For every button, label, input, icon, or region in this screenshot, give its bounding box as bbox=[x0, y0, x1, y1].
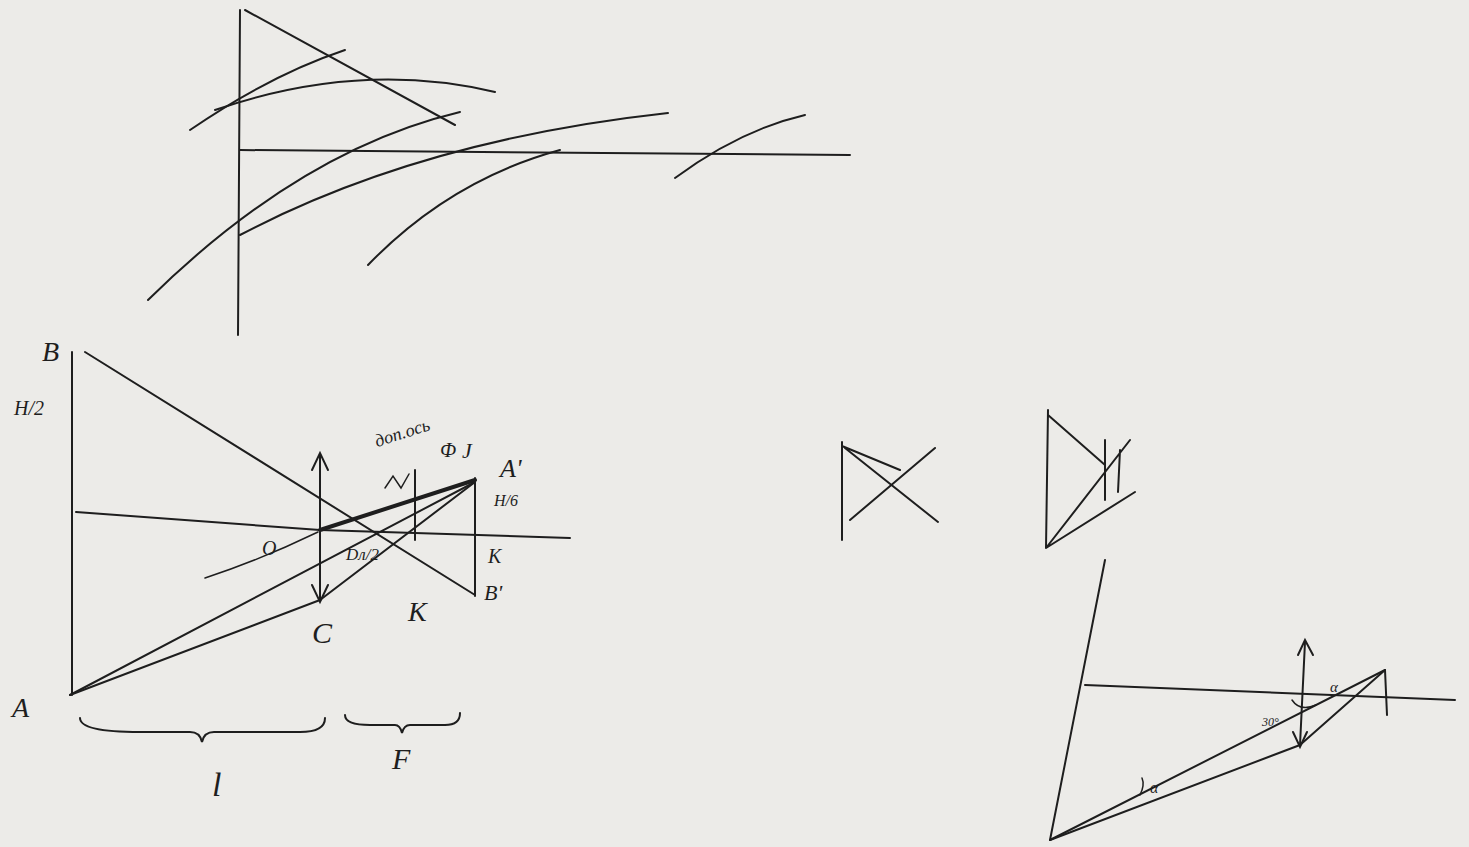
lens bbox=[319, 455, 321, 600]
bracket bbox=[345, 713, 460, 733]
ray bbox=[675, 115, 805, 178]
label: A bbox=[12, 694, 29, 722]
axis-line bbox=[1050, 560, 1105, 840]
lens-arrow bbox=[312, 453, 328, 470]
ray bbox=[70, 600, 320, 695]
label: α bbox=[1150, 780, 1158, 796]
ray bbox=[240, 113, 668, 235]
label: A' bbox=[500, 456, 521, 482]
label: J bbox=[462, 440, 472, 462]
ray bbox=[368, 150, 560, 265]
label: K bbox=[408, 598, 427, 626]
bracket bbox=[80, 718, 325, 742]
label: l bbox=[212, 768, 221, 802]
arc bbox=[205, 532, 318, 578]
lens bbox=[1300, 642, 1305, 745]
ray bbox=[148, 112, 460, 300]
optical-axis bbox=[1085, 685, 1455, 700]
secondary-axis bbox=[320, 480, 475, 530]
label: H/2 bbox=[14, 398, 44, 418]
label: 30° bbox=[1262, 716, 1279, 728]
ray bbox=[245, 10, 455, 125]
label: O bbox=[262, 538, 276, 558]
label: B' bbox=[484, 582, 502, 604]
optical-axis bbox=[76, 512, 320, 530]
optical-axis bbox=[320, 530, 570, 538]
ray bbox=[85, 352, 475, 595]
label: Dл/2 bbox=[346, 546, 379, 563]
sketch bbox=[842, 442, 938, 540]
label: H/6 bbox=[494, 493, 518, 509]
axis-line bbox=[238, 10, 240, 335]
ray bbox=[1050, 745, 1300, 840]
label: C bbox=[312, 618, 332, 648]
ray bbox=[1050, 670, 1385, 840]
label: F bbox=[392, 744, 410, 774]
focal-plane bbox=[414, 470, 416, 540]
image-line bbox=[1385, 670, 1387, 715]
object-line bbox=[71, 352, 73, 695]
angle-arc bbox=[1292, 700, 1316, 708]
lens-arrow bbox=[1298, 640, 1313, 655]
sketch bbox=[1046, 410, 1135, 548]
ray bbox=[320, 482, 475, 600]
angle-arc bbox=[1140, 778, 1143, 795]
ray bbox=[190, 50, 345, 130]
label: K bbox=[488, 546, 501, 566]
ray bbox=[1300, 670, 1385, 745]
label: B bbox=[42, 338, 59, 366]
scribble bbox=[385, 474, 409, 488]
ray bbox=[215, 80, 495, 110]
label: Ф bbox=[440, 440, 456, 460]
image-line bbox=[474, 478, 476, 596]
label: α bbox=[1330, 680, 1338, 695]
label: доп.ось bbox=[372, 415, 432, 450]
